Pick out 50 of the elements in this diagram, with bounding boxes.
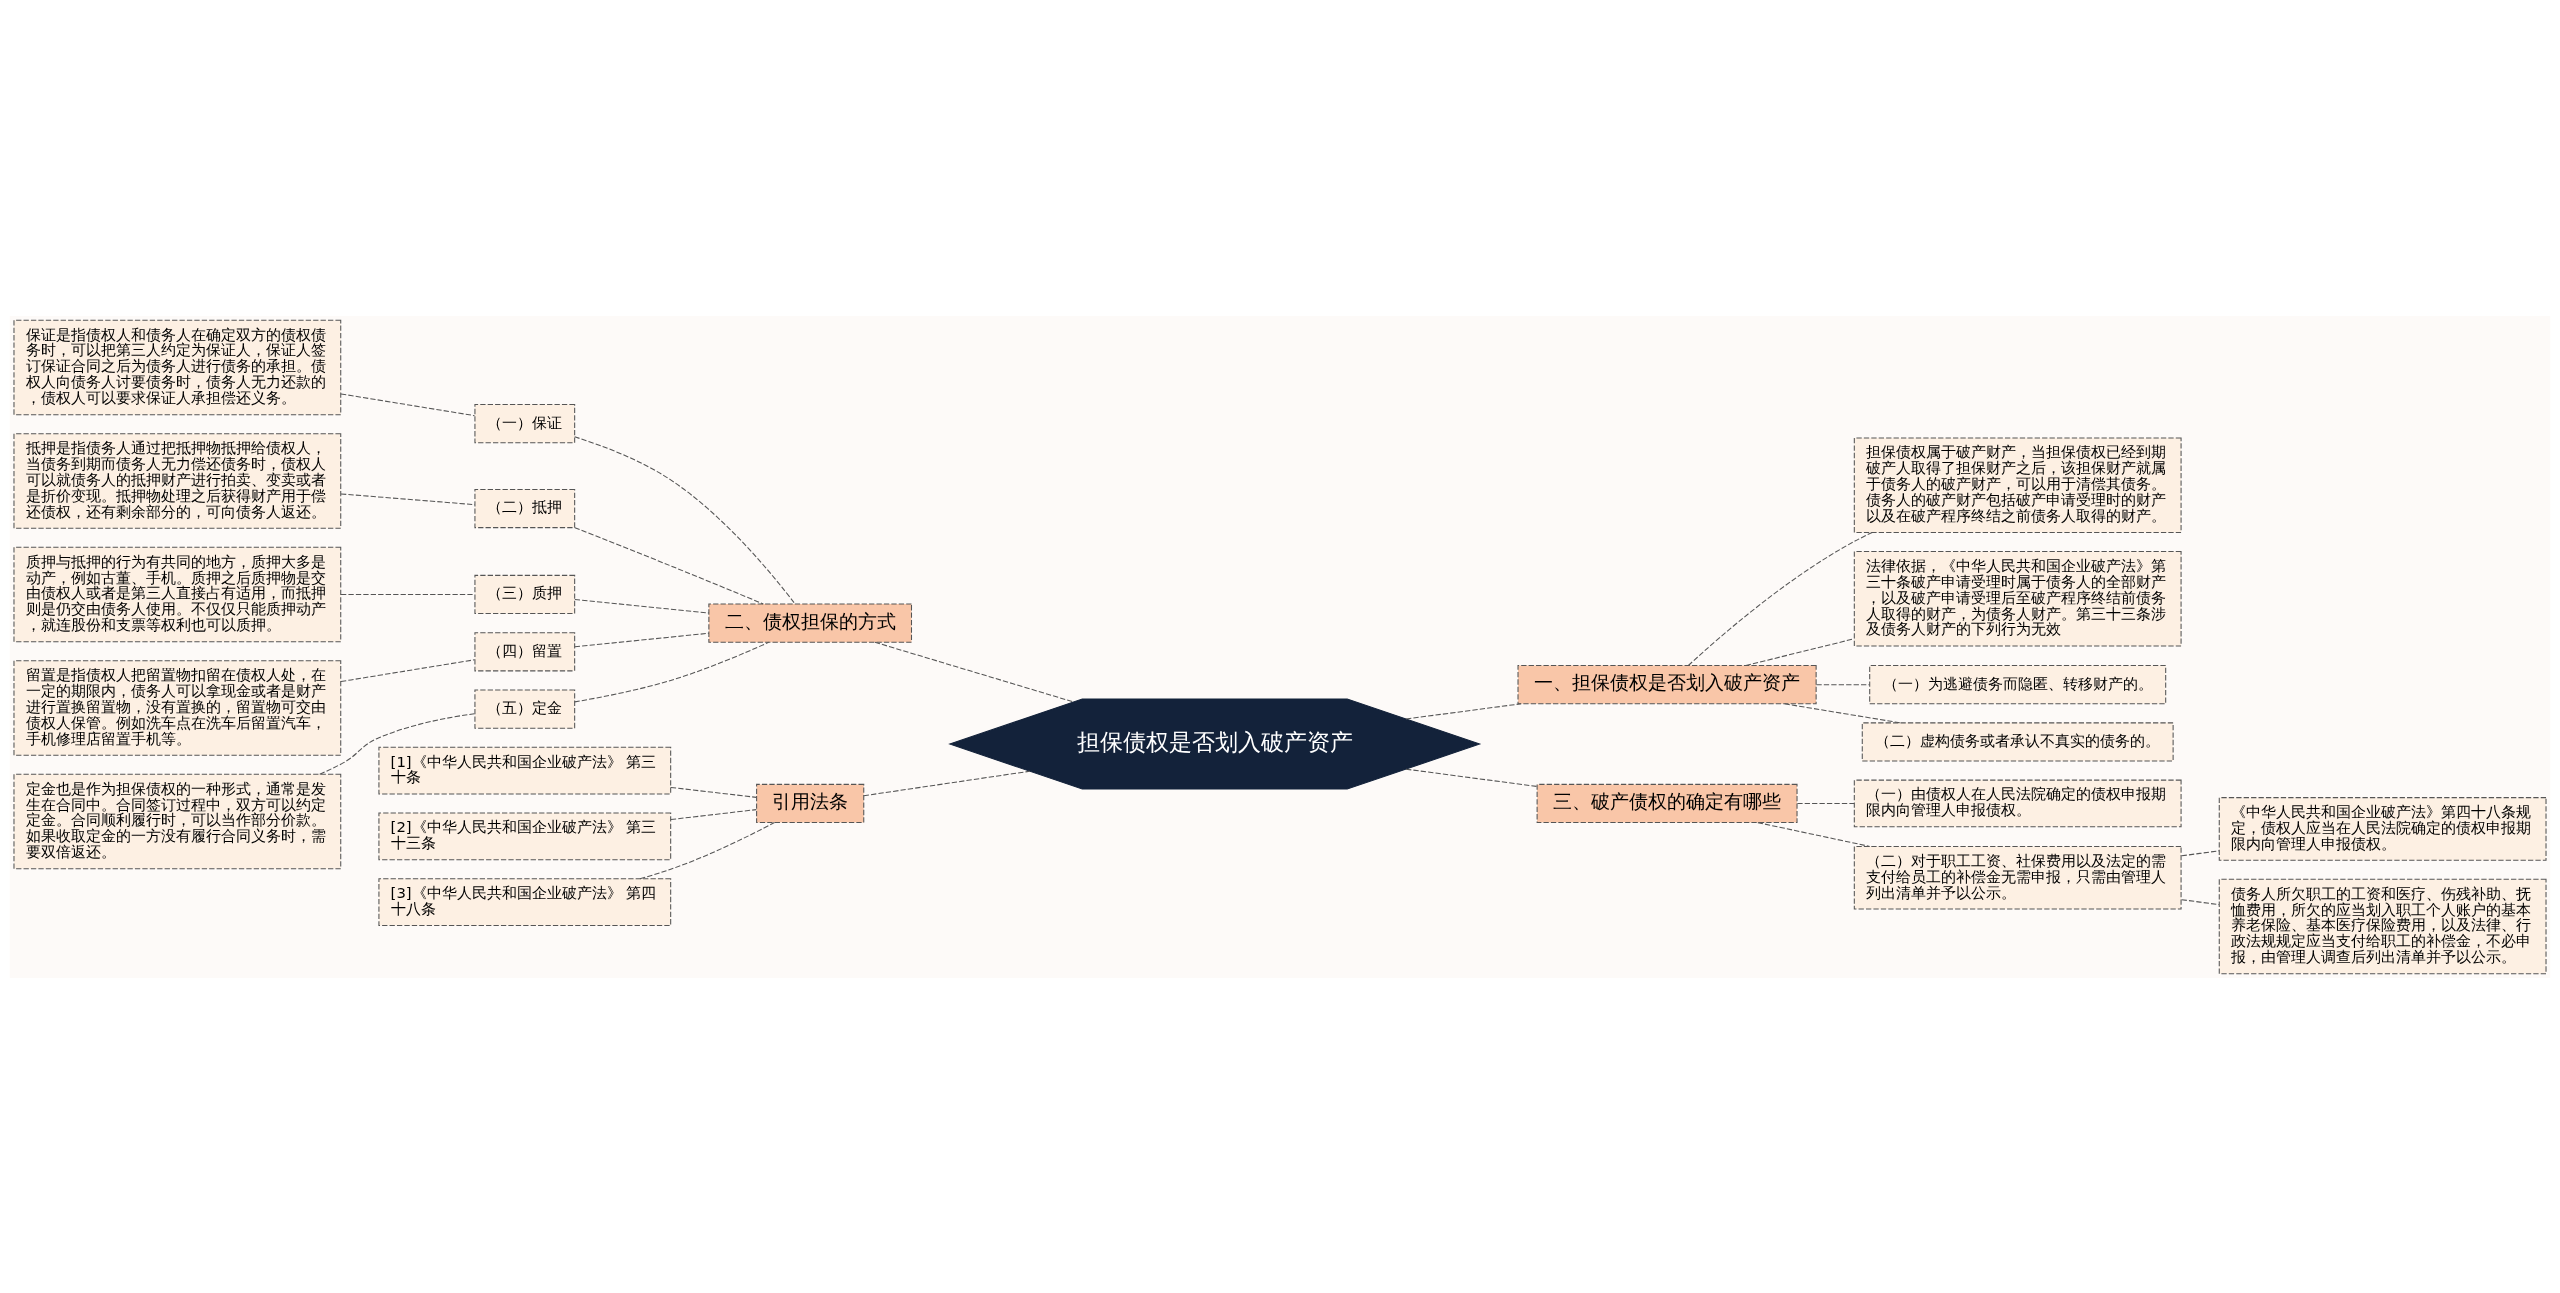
connector [574,598,710,613]
connector [1796,802,1855,804]
node-box: 三、破产债权的确定有哪些 [1536,783,1798,823]
node-box: （一）保证 [474,403,576,443]
node-box: 一、担保债权是否划入破产资产 [1517,664,1817,704]
connector [874,641,1075,702]
connector [863,770,1031,796]
node-box: 留置是指债权人把留置物扣留在债权人处，在一定的期限内，债务人可以拿现金或者是财产进行置换留置物，没有置换的，留置物可交由债权人保管。例如洗车点在洗车后留置汽车，手机修理店留置手机等。 [13,659,342,756]
node-box: （一）为逃避债务而隐匿、转移财产的。 [1869,664,2167,704]
connector [1405,768,1538,787]
node-box: （五）定金 [474,688,576,729]
connector [574,632,710,647]
connector [1687,531,1873,666]
connector [2181,898,2220,905]
connector [340,392,476,416]
connector [340,658,476,682]
node-box: 担保债权属于破产财产，当担保债权已经到期破产人取得了担保财产之后，该担保财产就属于债务人的破产财产，可以用于清偿其债务。债务人的破产财产包括破产申请受理时的财产以及在破产程序终结之前债务人取得的财产。 [1853,436,2182,533]
node-box: （一）由债权人在人民法院确定的债权申报期限内向管理人申报债权。 [1853,779,2182,827]
connector [574,435,796,604]
connector [1745,637,1855,666]
node-box: [1]《中华人民共和国企业破产法》 第三十条 [378,746,672,794]
node-box: 抵押是指债务人通过把抵押物抵押给债权人，当债务到期而债务人无力偿还债务时，债权人可以就债务人的抵押财产进行拍卖、变卖或者是折价变现。抵押物处理之后获得财产用于偿还债权，还有剩余部分的，可向债务人返还。 [13,432,342,529]
node-box: [3]《中华人民共和国企业破产法》 第四十八条 [378,877,672,926]
node-box: 二、债权担保的方式 [708,603,913,643]
node-box: 质押与抵押的行为有共同的地方，质押大多是动产，例如古董、手机。质押之后质押物是交由债权人或者是第三人直接占有适用，而抵押则是仍交由债务人使用。不仅仅只能质押动产，就连股份和支票等权利也可以质押。 [13,546,342,642]
node-box: 《中华人民共和国企业破产法》第四十八条规定，债权人应当在人民法院确定的债权申报期限内向管理人申报债权。 [2218,796,2547,861]
node-box: 定金也是作为担保债权的一种形式，通常是发生在合同中。合同签订过程中，双方可以约定定金。合同顺利履行时，可以当作部分价款。如果收取定金的一方没有履行合同义务时，需要双倍返还。 [13,773,342,869]
connector [639,821,775,879]
node-box: （三）质押 [474,574,576,614]
connector [1405,702,1522,719]
connector [574,526,764,604]
node-box: （二）对于职工工资、社保费用以及法定的需支付给员工的补偿金无需申报，只需由管理人列出清单并予以公示。 [1853,845,2182,910]
node-box: [2]《中华人民共和国企业破产法》 第三十三条 [378,812,672,860]
node-box: （二）抵押 [474,488,576,528]
node-box: 债务人所欠职工的工资和医疗、伤残补助、抚恤费用，所欠的应当划入职工个人账户的基本养老保险、基本医疗保险费用，以及法律、行政法规规定应当支付给职工的补偿金，不必申报，由管理人调查后列出清单并予以公示。 [2218,878,2547,974]
node-box: 保证是指债权人和债务人在确定双方的债权债务时，可以把第三人约定为保证人，保证人签订保证合同之后为债务人进行债务的承担。债权人向债务人讨要债务时，债务人无力还款的，债权人可以要求保证人承担偿还义务。 [13,319,342,415]
connector [340,492,476,505]
connector [574,641,770,702]
node-box: （二）虚构债务或者承认不真实的债务的。 [1861,721,2174,762]
connector [340,593,476,595]
node-box: 法律依据，《中华人民共和国企业破产法》第三十条破产申请受理时属于债务人的全部财产，以及破产申请受理后至破产程序终结前债务人取得的财产，为债务人财产。第三十三条涉及债务人财产的下列行为无效 [1853,550,2182,646]
connector [1757,821,1871,847]
node-box: （四）留置 [474,631,576,671]
connector [670,786,757,798]
node-box: 引用法条 [756,783,865,823]
connector [319,712,476,775]
connector [1815,683,1871,685]
connector [670,808,757,820]
connector [1784,702,1901,723]
connector [2181,849,2220,856]
